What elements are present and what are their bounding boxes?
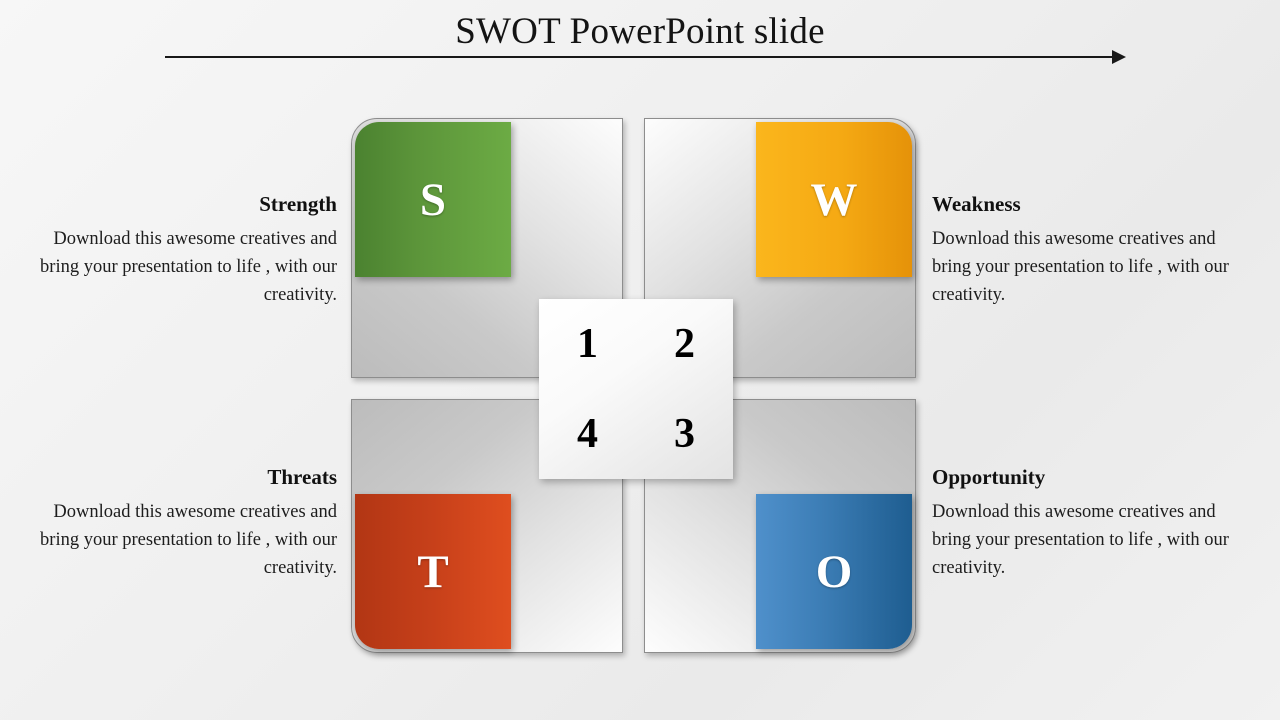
center-number-1: 1	[577, 321, 598, 367]
body-strength: Download this awesome creatives and brin…	[40, 229, 337, 306]
arrow-right-icon	[1112, 50, 1126, 64]
quadrant-tile-opportunity[interactable]: O	[756, 494, 912, 649]
quadrant-letter-opportunity: O	[815, 545, 853, 598]
quadrant-letter-weakness: W	[810, 173, 858, 226]
body-weakness: Download this awesome creatives and brin…	[932, 229, 1229, 306]
text-block-strength: Strength Download this awesome creatives…	[22, 192, 337, 309]
quadrant-tile-threats[interactable]: T	[355, 494, 511, 649]
body-threats: Download this awesome creatives and brin…	[40, 502, 337, 579]
quadrant-tile-strength[interactable]: S	[355, 122, 511, 277]
quadrant-panel-strength[interactable]: S	[351, 118, 623, 378]
heading-threats: Threats	[267, 465, 337, 489]
text-block-opportunity: Opportunity Download this awesome creati…	[932, 465, 1247, 582]
center-number-3: 3	[674, 411, 695, 457]
body-opportunity: Download this awesome creatives and brin…	[932, 502, 1229, 579]
center-number-2: 2	[674, 321, 695, 367]
text-block-threats: Threats Download this awesome creatives …	[22, 465, 337, 582]
title-underline-rule	[165, 56, 1118, 58]
text-block-weakness: Weakness Download this awesome creatives…	[932, 192, 1247, 309]
heading-strength: Strength	[259, 192, 337, 216]
center-number-4: 4	[577, 411, 598, 457]
quadrant-tile-weakness[interactable]: W	[756, 122, 912, 277]
heading-opportunity: Opportunity	[932, 465, 1046, 489]
page-title: SWOT PowerPoint slide	[455, 11, 825, 52]
center-number-box[interactable]: 1 2 4 3	[539, 299, 733, 479]
heading-weakness: Weakness	[932, 192, 1021, 216]
quadrant-letter-threats: T	[417, 545, 449, 598]
quadrant-letter-strength: S	[419, 173, 447, 226]
